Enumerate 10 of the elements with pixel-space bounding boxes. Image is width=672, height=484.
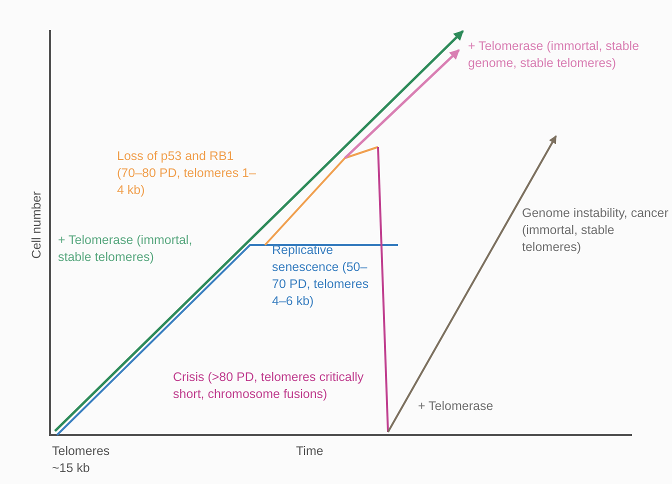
curve-label: Loss of p53 and RB1 (70–80 PD, telomeres 1–4 kb) [117,148,257,199]
curve-label: Crisis (>80 PD, telomeres critically short, chromosome fusions) [173,369,365,403]
axis-label: Time [296,443,324,460]
curve-label: Replicative senescence (50–70 PD, telomeres 4–6 kb) [272,242,370,310]
curve-label: + Telomerase (immortal, stable telomeres) [58,232,194,266]
curve-label: Genome instability, cancer (immortal, stable telomeres) [522,205,670,256]
axis-label: Telomeres ~15 kb [52,443,111,477]
curve-label: + Telomerase [418,398,494,415]
curve-label: + Telomerase (immortal, stable genome, stable telomeres) [468,38,640,72]
axis-label: Cell number [28,191,44,259]
